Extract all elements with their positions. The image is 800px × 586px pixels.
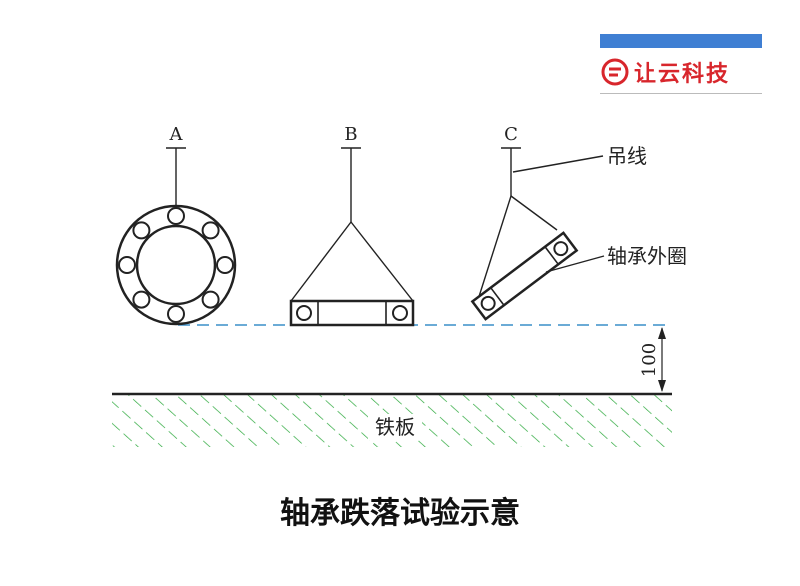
brand-header-bar xyxy=(600,34,762,48)
label-b: B xyxy=(344,124,357,145)
plate-label: 铁板 xyxy=(375,415,415,439)
bearing-c: C xyxy=(470,124,579,321)
callout-outer-ring: 轴承外圈 xyxy=(607,244,687,268)
figure-caption: 轴承跌落试验示意 xyxy=(280,496,520,531)
label-c: C xyxy=(504,124,518,145)
dimension-value: 100 xyxy=(639,343,660,377)
label-a: A xyxy=(169,124,184,145)
brand-divider xyxy=(600,93,762,94)
plate-label-bg xyxy=(368,414,422,440)
bearing-a: A xyxy=(115,124,237,326)
leader-outer-ring xyxy=(545,255,605,273)
leader-hanging-wire xyxy=(512,155,604,173)
drop-height-dimension: 100 xyxy=(639,327,666,392)
brand-logo: 让云科技 xyxy=(600,52,762,92)
brand-name: 让云科技 xyxy=(634,62,731,87)
callout-hanging-wire: 吊线 xyxy=(607,144,647,168)
bearing-b: B xyxy=(289,124,415,327)
brand-logo-icon xyxy=(601,58,629,86)
